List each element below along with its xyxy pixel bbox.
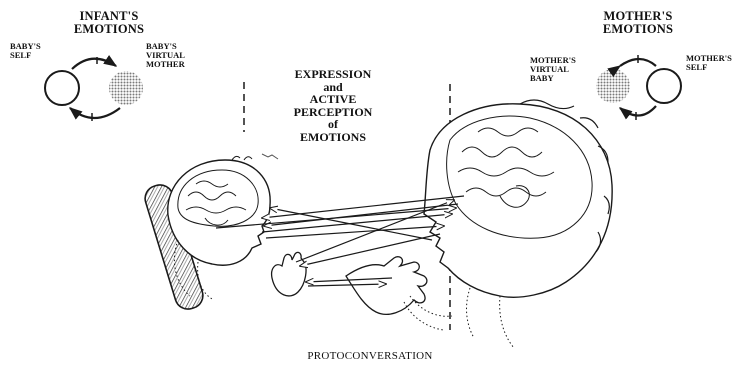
stray-mark: [262, 154, 278, 159]
mothers-self-circle: [647, 69, 681, 103]
gaze-arrow-5: [270, 208, 432, 240]
infant-lower-arrow: [70, 108, 120, 118]
infant-hand: [272, 252, 306, 296]
mother-lower-arrow: [620, 106, 656, 116]
mother-head: [424, 100, 612, 348]
mother-hand: [346, 257, 452, 330]
mother-emotion-cycle: [596, 55, 681, 120]
infant-upper-arrow: [72, 59, 116, 69]
gaze-arrow-4: [266, 226, 444, 238]
babys-self-circle: [45, 71, 79, 105]
mothers-virtual-baby-circle: [596, 69, 630, 103]
infant-emotion-cycle: [45, 57, 143, 121]
babys-virtual-mother-circle: [109, 71, 143, 105]
hand-arrow-2: [300, 234, 440, 266]
